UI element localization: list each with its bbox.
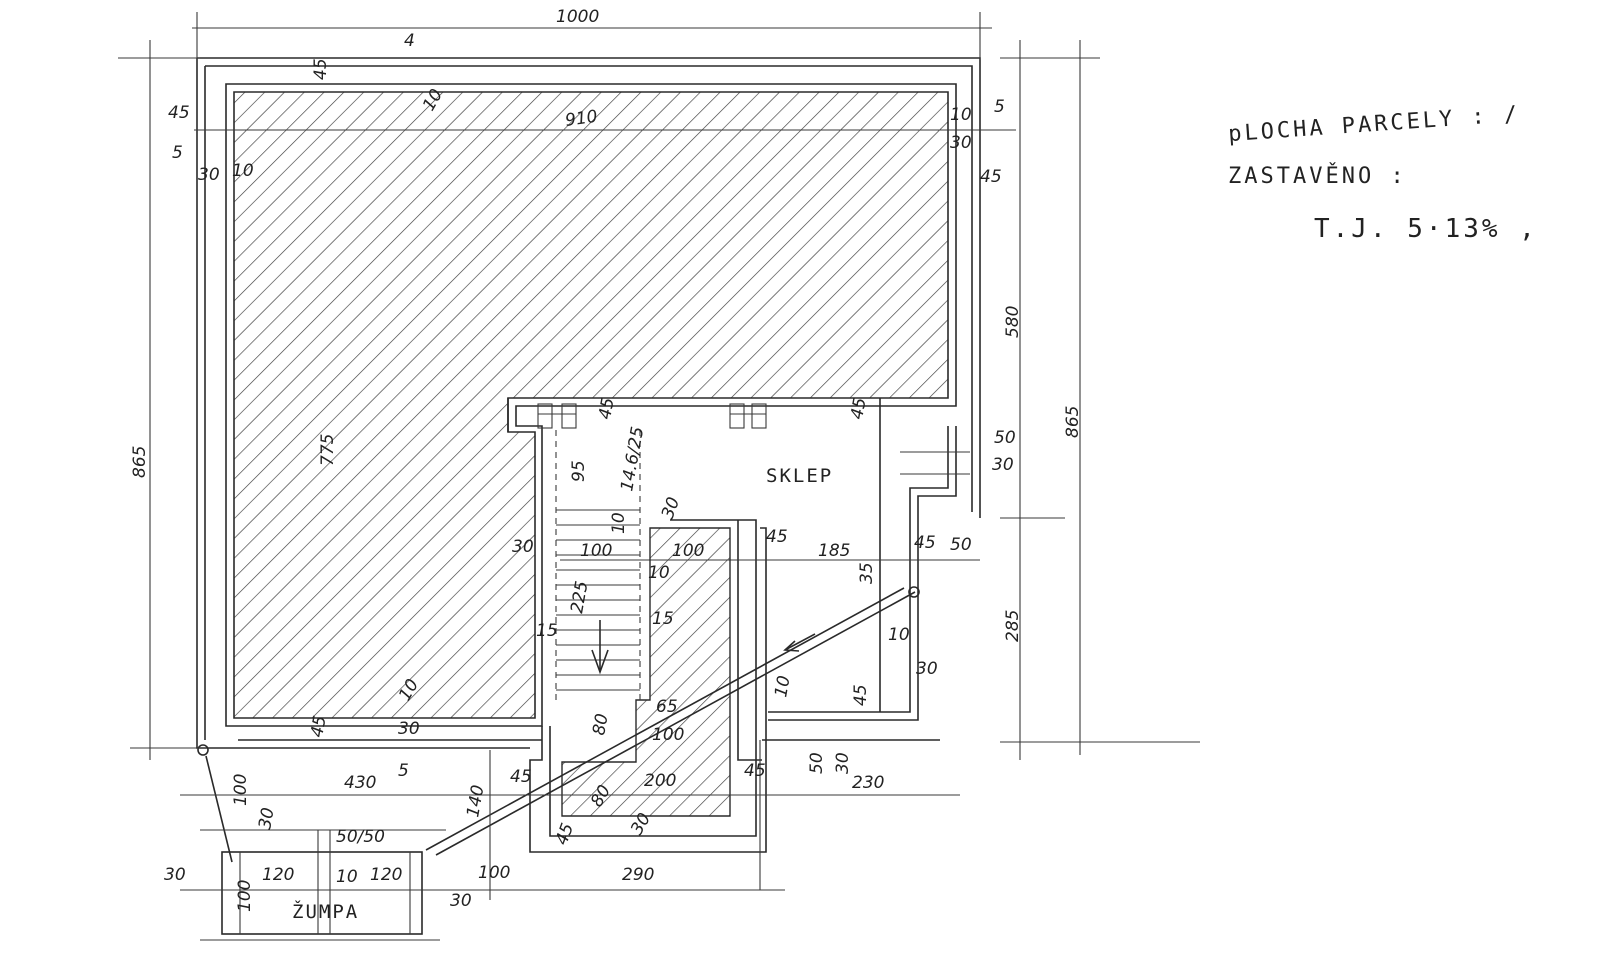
dim-120: 120: [262, 865, 294, 885]
dim-45: 45: [980, 167, 1002, 187]
dim-45: 45: [307, 714, 330, 739]
dim-45: 45: [914, 533, 936, 553]
dim-inner-height: 775: [318, 434, 338, 466]
dim-15: 15: [536, 621, 558, 641]
dim-45: 45: [847, 396, 870, 421]
dim-30: 30: [398, 719, 420, 739]
dim-10: 10: [950, 105, 972, 125]
dim-30: 30: [992, 455, 1014, 475]
dim-10: 10: [648, 563, 670, 583]
dim-5: 5: [994, 97, 1005, 117]
dim-430: 430: [344, 773, 376, 793]
dim-15: 15: [652, 609, 674, 629]
dim-80: 80: [589, 712, 612, 737]
dim-10: 10: [609, 512, 629, 534]
dim-stair-ratio: 14.6/25: [617, 425, 648, 493]
dim-50: 50: [807, 752, 827, 774]
dim-5: 5: [398, 761, 409, 781]
dim-30: 30: [198, 165, 220, 185]
dim-45: 45: [851, 684, 871, 706]
dim-30: 30: [950, 133, 972, 153]
dim-top-width: 1000: [556, 7, 599, 27]
window-symbols: [537, 403, 767, 429]
dim-50: 50: [994, 428, 1016, 448]
dim-45: 45: [766, 527, 788, 547]
room-label-cesspit: ŽUMPA: [292, 900, 359, 923]
dim-100: 100: [672, 541, 704, 561]
dim-45: 45: [168, 103, 190, 123]
dim-100: 100: [478, 863, 510, 883]
dim-35: 35: [857, 562, 877, 584]
dim-45: 45: [510, 767, 532, 787]
dim-45: 45: [744, 761, 766, 781]
dim-30: 30: [916, 659, 938, 679]
dim-100: 100: [231, 774, 251, 806]
dim-30: 30: [658, 495, 684, 522]
dim-5: 5: [172, 143, 183, 163]
dim-30: 30: [255, 806, 278, 831]
dim-100: 100: [580, 541, 612, 561]
dim-100: 100: [235, 880, 255, 912]
dim-right-lower: 285: [1003, 610, 1023, 642]
dim-4: 4: [404, 31, 415, 51]
drain-pipe: [197, 586, 920, 863]
dimension-labels: 1000 910 865 865 775 580 285 45 45 5 30 …: [130, 7, 1083, 923]
stair-hatch: [555, 430, 731, 817]
dim-65: 65: [656, 697, 678, 717]
dim-140: 140: [463, 783, 488, 818]
dim-45: 45: [311, 58, 331, 80]
cellar-walls: [196, 398, 970, 853]
dim-left-height: 865: [130, 446, 150, 478]
dim-100: 100: [652, 725, 684, 745]
dim-50: 50: [950, 535, 972, 555]
dim-230: 230: [852, 773, 884, 793]
dim-290: 290: [622, 865, 654, 885]
dim-120: 120: [370, 865, 402, 885]
dim-inner-width: 910: [564, 107, 599, 131]
dim-200: 200: [644, 771, 676, 791]
dim-95: 95: [569, 460, 589, 482]
dim-185: 185: [818, 541, 850, 561]
dim-225: 225: [567, 579, 592, 614]
dim-10: 10: [771, 674, 794, 699]
dim-30: 30: [164, 865, 186, 885]
dim-10: 10: [888, 625, 910, 645]
dim-45: 45: [595, 396, 618, 421]
dim-right-upper: 580: [1003, 306, 1023, 338]
dim-10: 10: [232, 161, 254, 181]
dimension-lines: [118, 12, 1200, 941]
dim-30: 30: [450, 891, 472, 911]
room-label-cellar: SKLEP: [766, 465, 833, 487]
dim-50-50: 50/50: [336, 827, 385, 847]
dim-30: 30: [512, 537, 534, 557]
cesspit-tank: [200, 829, 446, 935]
dim-45: 45: [552, 821, 578, 848]
note-percentage: T.J. 5·13% ,: [1314, 214, 1538, 244]
dim-30: 30: [833, 752, 853, 774]
dim-10: 10: [336, 867, 358, 887]
dim-right-height: 865: [1063, 406, 1083, 438]
stair-steps: [555, 430, 641, 700]
note-built-up: ZASTAVĚNO :: [1228, 164, 1407, 189]
